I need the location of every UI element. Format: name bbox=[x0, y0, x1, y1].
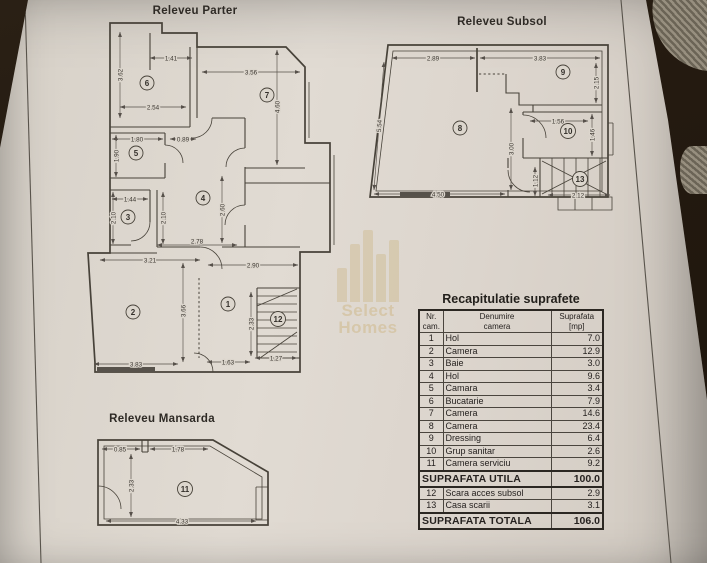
room-number: 10 bbox=[564, 127, 573, 136]
room-number: 4 bbox=[201, 194, 206, 203]
parter-room-numbers: 6 7 5 3 4 2 1 12 bbox=[120, 75, 286, 327]
room-number: 5 bbox=[134, 149, 139, 158]
dimension-label: 3.66 bbox=[180, 304, 187, 317]
mansarda-door bbox=[97, 485, 122, 510]
dimension-label: 3.62 bbox=[117, 68, 124, 81]
room-number: 8 bbox=[458, 124, 463, 133]
room-number: 9 bbox=[561, 68, 566, 77]
dimension-label: 2.10 bbox=[110, 211, 117, 224]
dimension-label: 3.00 bbox=[508, 142, 515, 155]
parter-floor-plan: 1.41 3.62 2.54 3.56 4.60 1.80 0.89 1.90 … bbox=[87, 22, 335, 373]
fabric-background-edge bbox=[680, 146, 707, 194]
mansarda-title: Releveu Mansarda bbox=[109, 413, 215, 425]
page-border-right bbox=[620, 0, 672, 563]
dimension-label: 3.83 bbox=[534, 55, 547, 62]
col-header-nr: Nr.cam. bbox=[418, 309, 444, 333]
dimension-label: 3.21 bbox=[144, 257, 157, 264]
subsol-dimensions: 2.89 3.83 5.54 2.15 3.00 4.50 1.56 1.46 … bbox=[372, 54, 611, 201]
dimension-label: 2.10 bbox=[160, 211, 167, 224]
room-number: 1 bbox=[226, 300, 231, 309]
dimension-label: 1.41 bbox=[165, 55, 178, 62]
dimension-label: 2.60 bbox=[219, 203, 226, 216]
select-homes-watermark: Select Homes bbox=[320, 230, 416, 336]
parter-walls bbox=[87, 22, 335, 373]
watermark-line-1: Select bbox=[341, 301, 395, 320]
parter-dimensions: 1.41 3.62 2.54 3.56 4.60 1.80 0.89 1.90 … bbox=[93, 31, 301, 370]
mansarda-walls bbox=[97, 439, 269, 526]
select-homes-logo-icon bbox=[320, 230, 416, 302]
dimension-label: 0.85 bbox=[114, 446, 127, 453]
watermark-line-2: Homes bbox=[338, 318, 398, 337]
dimension-label: 2.89 bbox=[427, 55, 440, 62]
dimension-label: 1.90 bbox=[113, 149, 120, 162]
room-number: 7 bbox=[265, 91, 270, 100]
dimension-label: 1.27 bbox=[270, 355, 283, 362]
dimension-label: 1.44 bbox=[124, 196, 137, 203]
dimension-label: 1.78 bbox=[172, 446, 185, 453]
dimension-label: 2.54 bbox=[147, 104, 160, 111]
page-border-left bbox=[24, 0, 42, 563]
col-header-suprafata: Suprafata[mp] bbox=[550, 309, 604, 333]
dimension-label: 5.54 bbox=[376, 119, 384, 132]
dimension-label: 1.12 bbox=[532, 174, 539, 187]
dimension-label: 1.56 bbox=[552, 118, 565, 125]
mansarda-floor-plan: 0.85 1.78 2.33 4.33 11 bbox=[97, 439, 269, 527]
dimension-label: 3.56 bbox=[245, 69, 258, 76]
room-number: 11 bbox=[181, 485, 190, 494]
parter-title: Releveu Parter bbox=[152, 5, 238, 17]
dimension-label: 3.83 bbox=[130, 361, 143, 368]
mansarda-dimensions: 0.85 1.78 2.33 4.33 bbox=[101, 445, 257, 527]
dimension-label: 2.33 bbox=[128, 479, 135, 492]
dimension-label: 2.33 bbox=[248, 317, 255, 330]
dimension-label: 1.46 bbox=[589, 128, 596, 141]
dimension-label: 0.89 bbox=[177, 136, 190, 143]
room-number: 6 bbox=[145, 79, 150, 88]
room-number: 3 bbox=[126, 213, 131, 222]
recap-table-section: Recapitulatie suprafete Nr.cam. Denumire… bbox=[418, 292, 604, 530]
dimension-label: 4.50 bbox=[432, 191, 445, 198]
subsol-title: Releveu Subsol bbox=[457, 16, 547, 28]
room-number: 2 bbox=[131, 308, 136, 317]
dimension-label: 2.12 bbox=[572, 192, 585, 199]
dimension-label: 2.15 bbox=[593, 76, 600, 89]
recap-title: Recapitulatie suprafete bbox=[442, 292, 580, 306]
mansarda-room-numbers: 11 bbox=[177, 481, 193, 497]
window bbox=[255, 486, 268, 521]
window-sill bbox=[97, 367, 155, 372]
dimension-label: 4.33 bbox=[176, 518, 189, 525]
room-number: 12 bbox=[274, 315, 283, 324]
chimney-notch bbox=[141, 440, 149, 453]
dimension-label: 4.60 bbox=[274, 100, 281, 113]
dimension-label: 1.80 bbox=[131, 136, 144, 143]
subsol-floor-plan: 2.89 3.83 5.54 2.15 3.00 4.50 1.56 1.46 … bbox=[369, 44, 614, 211]
subsol-room-numbers: 8 9 10 13 bbox=[452, 64, 588, 187]
watermark-text: Select Homes bbox=[320, 302, 416, 336]
dimension-label: 2.78 bbox=[191, 239, 204, 246]
room-number: 13 bbox=[576, 175, 585, 184]
dimension-label: 1.63 bbox=[222, 359, 235, 366]
dimension-label: 2.90 bbox=[247, 262, 260, 269]
